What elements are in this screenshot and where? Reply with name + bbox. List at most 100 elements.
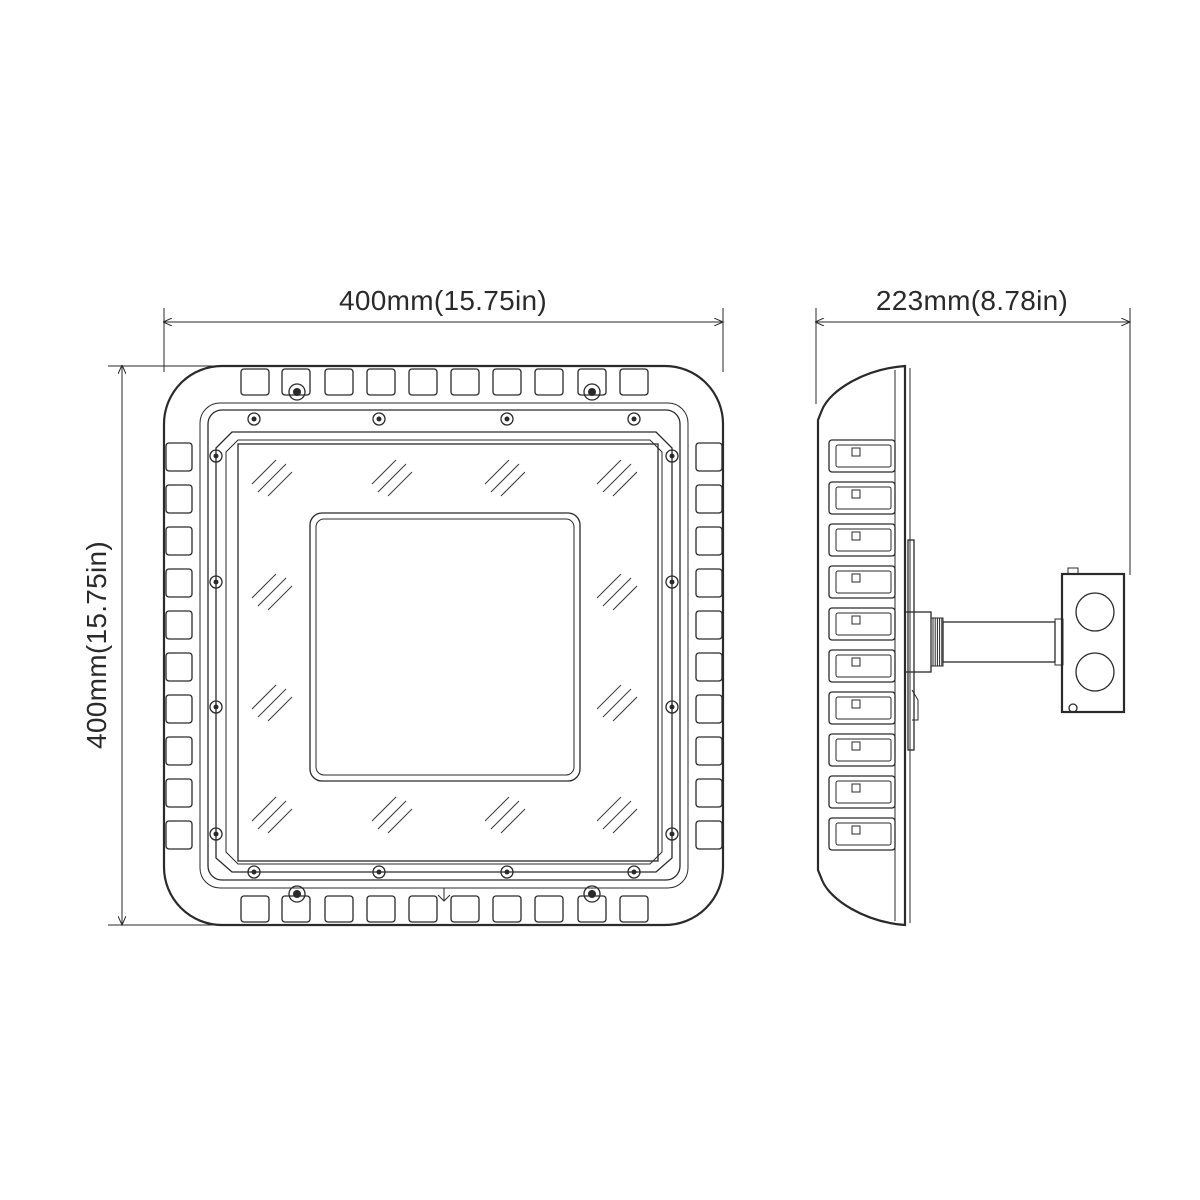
fin-bottom-8	[534, 895, 564, 923]
glass-mark-5	[251, 573, 293, 611]
side-fin-2	[828, 481, 896, 515]
housing-bolt-3	[288, 885, 306, 903]
glass-mark-line	[490, 463, 520, 493]
side-fin-inner	[835, 612, 892, 636]
fin-bottom-9	[577, 895, 607, 923]
bezel-screw-1	[247, 412, 261, 426]
glass-mark-line	[500, 808, 526, 834]
bezel-screw-core-6	[376, 869, 382, 875]
cooling-fins-left	[165, 442, 193, 850]
fin-bottom-1	[240, 895, 270, 923]
fin-bottom-10	[619, 895, 649, 923]
bezel-screw-12	[209, 827, 223, 841]
side-fin-tab	[851, 783, 861, 793]
side-fin-inner	[835, 444, 892, 468]
side-fin-9	[828, 775, 896, 809]
glass-mark-line	[257, 800, 287, 830]
glass-mark-6	[596, 573, 638, 611]
glass-mark-line	[602, 463, 632, 493]
housing-bolt-4	[583, 885, 601, 903]
glass-mark-11	[484, 796, 526, 834]
glass-mark-10	[371, 796, 413, 834]
side-fin-body	[828, 565, 896, 599]
glass-mark-line	[612, 696, 638, 722]
side-fin-tab	[851, 699, 861, 709]
bezel-screw-9	[209, 449, 223, 463]
fin-bottom-4	[366, 895, 396, 923]
front-height-label: 400mm(15.75in)	[81, 541, 112, 749]
bezel-screws	[209, 383, 679, 903]
side-fin-10	[828, 817, 896, 851]
bezel-screw-core-13	[669, 453, 675, 459]
side-fin-body	[828, 691, 896, 725]
bezel-screw-core-4	[631, 416, 637, 422]
glass-mark-line	[500, 471, 526, 497]
bezel-screw-core-3	[504, 416, 510, 422]
bezel-screw-core-16	[669, 831, 675, 837]
side-fin-tab	[851, 447, 861, 457]
bezel-screw-15	[665, 700, 679, 714]
glass-mark-line	[251, 796, 277, 822]
fin-right-8	[695, 736, 723, 766]
fin-top-3	[324, 368, 354, 396]
cooling-fins-right	[695, 442, 723, 850]
glass-mark-line	[267, 808, 293, 834]
side-fin-body	[828, 775, 896, 809]
housing-bolt-1	[288, 383, 306, 401]
glass-mark-line	[377, 463, 407, 493]
cooling-fins-top	[240, 368, 649, 396]
side-fin-inner	[835, 696, 892, 720]
glass-mark-line	[612, 808, 638, 834]
fin-top-4	[366, 368, 396, 396]
glass-mark-line	[257, 577, 287, 607]
fin-right-2	[695, 484, 723, 514]
glass-mark-line	[267, 585, 293, 611]
glass-mark-line	[612, 585, 638, 611]
bezel-screw-core-9	[213, 453, 219, 459]
side-fin-inner	[835, 570, 892, 594]
fin-bottom-2	[281, 895, 311, 923]
bezel-screw-11	[209, 700, 223, 714]
glass-mark-line	[596, 796, 622, 822]
side-fin-6	[828, 649, 896, 683]
glass-mark-line	[387, 471, 413, 497]
fin-left-9	[165, 778, 193, 808]
bezel-screw-4	[627, 412, 641, 426]
glass-mark-line	[602, 577, 632, 607]
bezel-screw-core-14	[669, 579, 675, 585]
side-fin-body	[828, 607, 896, 641]
glass-mark-line	[251, 459, 277, 485]
side-fin-body	[828, 733, 896, 767]
fin-right-6	[695, 652, 723, 682]
glass-mark-line	[371, 796, 397, 822]
glass-mark-line	[371, 459, 397, 485]
bezel-screw-6	[372, 865, 386, 879]
glass-mark-line	[602, 688, 632, 718]
side-fin-body	[828, 523, 896, 557]
fin-right-10	[695, 820, 723, 850]
glass-mark-line	[484, 459, 510, 485]
side-depth-dimension: 223mm(8.78in)	[816, 285, 1130, 575]
fin-bottom-3	[324, 895, 354, 923]
fixture-side-view	[816, 364, 1126, 927]
glass-mark-3	[484, 459, 526, 497]
glass-mark-4	[596, 459, 638, 497]
bezel-screw-core-5	[251, 869, 257, 875]
fin-top-5	[408, 368, 438, 396]
glass-mark-2	[371, 459, 413, 497]
side-fin-tab	[851, 657, 861, 667]
side-fin-4	[828, 565, 896, 599]
housing-bolt-core-3	[293, 890, 301, 898]
side-fin-8	[828, 733, 896, 767]
glass-mark-line	[257, 688, 287, 718]
side-fin-inner	[835, 486, 892, 510]
fin-left-6	[165, 652, 193, 682]
glass-mark-line	[377, 800, 407, 830]
housing-bolt-2	[583, 383, 601, 401]
side-fin-tab	[851, 573, 861, 583]
side-fin-tab	[851, 531, 861, 541]
fixture-front-view	[162, 364, 725, 927]
bezel-screw-5	[247, 865, 261, 879]
side-fin-inner	[835, 822, 892, 846]
side-fin-tab	[851, 615, 861, 625]
